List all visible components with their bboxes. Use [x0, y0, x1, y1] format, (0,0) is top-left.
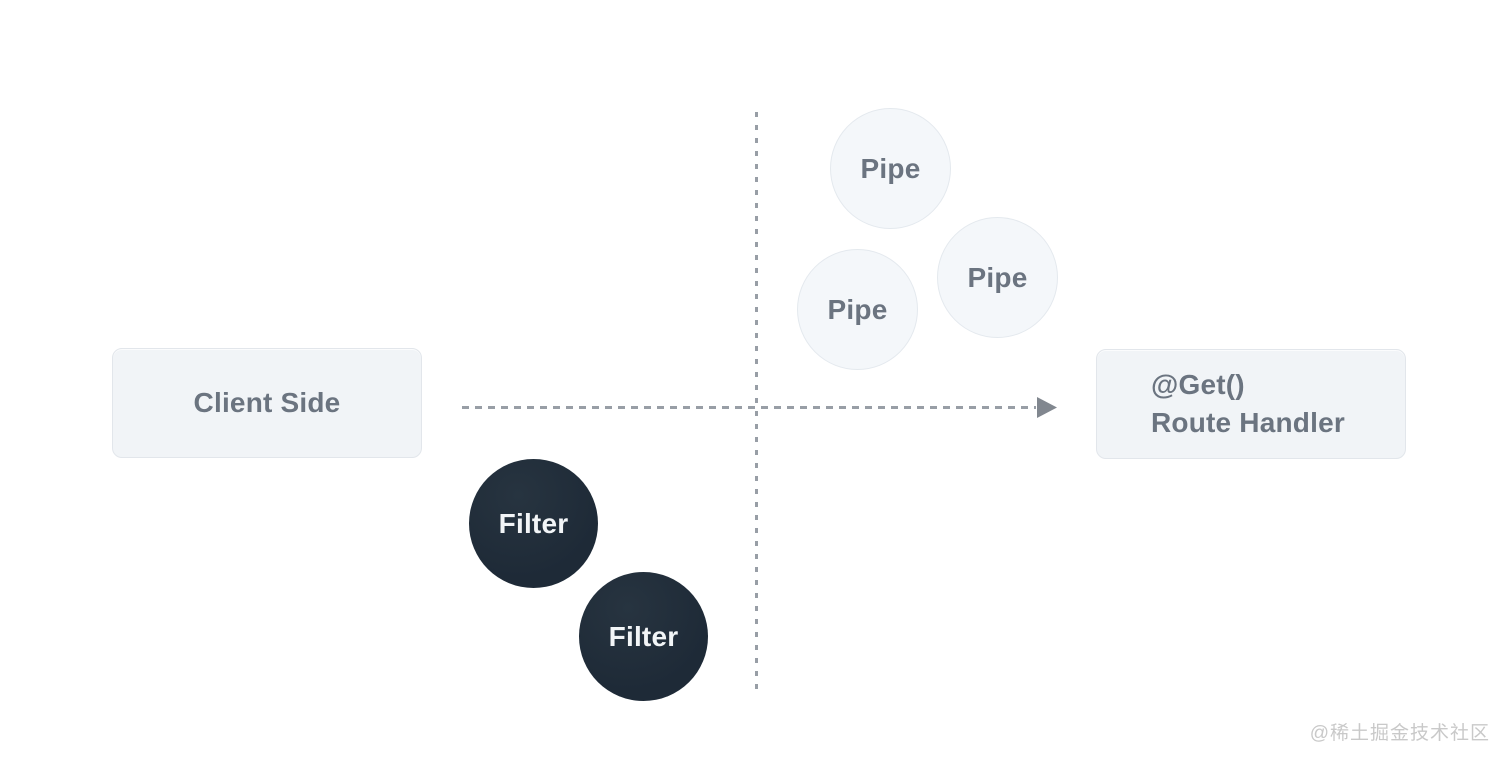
route-handler-decorator: @Get() [1151, 369, 1245, 400]
route-handler-name: Route Handler [1151, 407, 1345, 438]
arrowhead-icon [1037, 397, 1057, 418]
pipe-label: Pipe [967, 261, 1028, 293]
filter-node: Filter [579, 572, 708, 701]
watermark: @稀土掘金技术社区 [1309, 723, 1490, 744]
pipe-label: Pipe [827, 293, 888, 325]
pipe-label: Pipe [860, 152, 921, 184]
client-side-box: Client Side [112, 348, 422, 458]
route-handler-label: @Get() Route Handler [1151, 366, 1345, 442]
filter-label: Filter [608, 620, 679, 652]
filter-node: Filter [469, 459, 598, 588]
pipe-node: Pipe [937, 217, 1058, 338]
route-handler-box: @Get() Route Handler [1096, 349, 1406, 459]
client-side-label: Client Side [193, 387, 341, 418]
pipe-node: Pipe [797, 249, 918, 370]
filter-label: Filter [498, 507, 569, 539]
pipe-node: Pipe [830, 108, 951, 229]
